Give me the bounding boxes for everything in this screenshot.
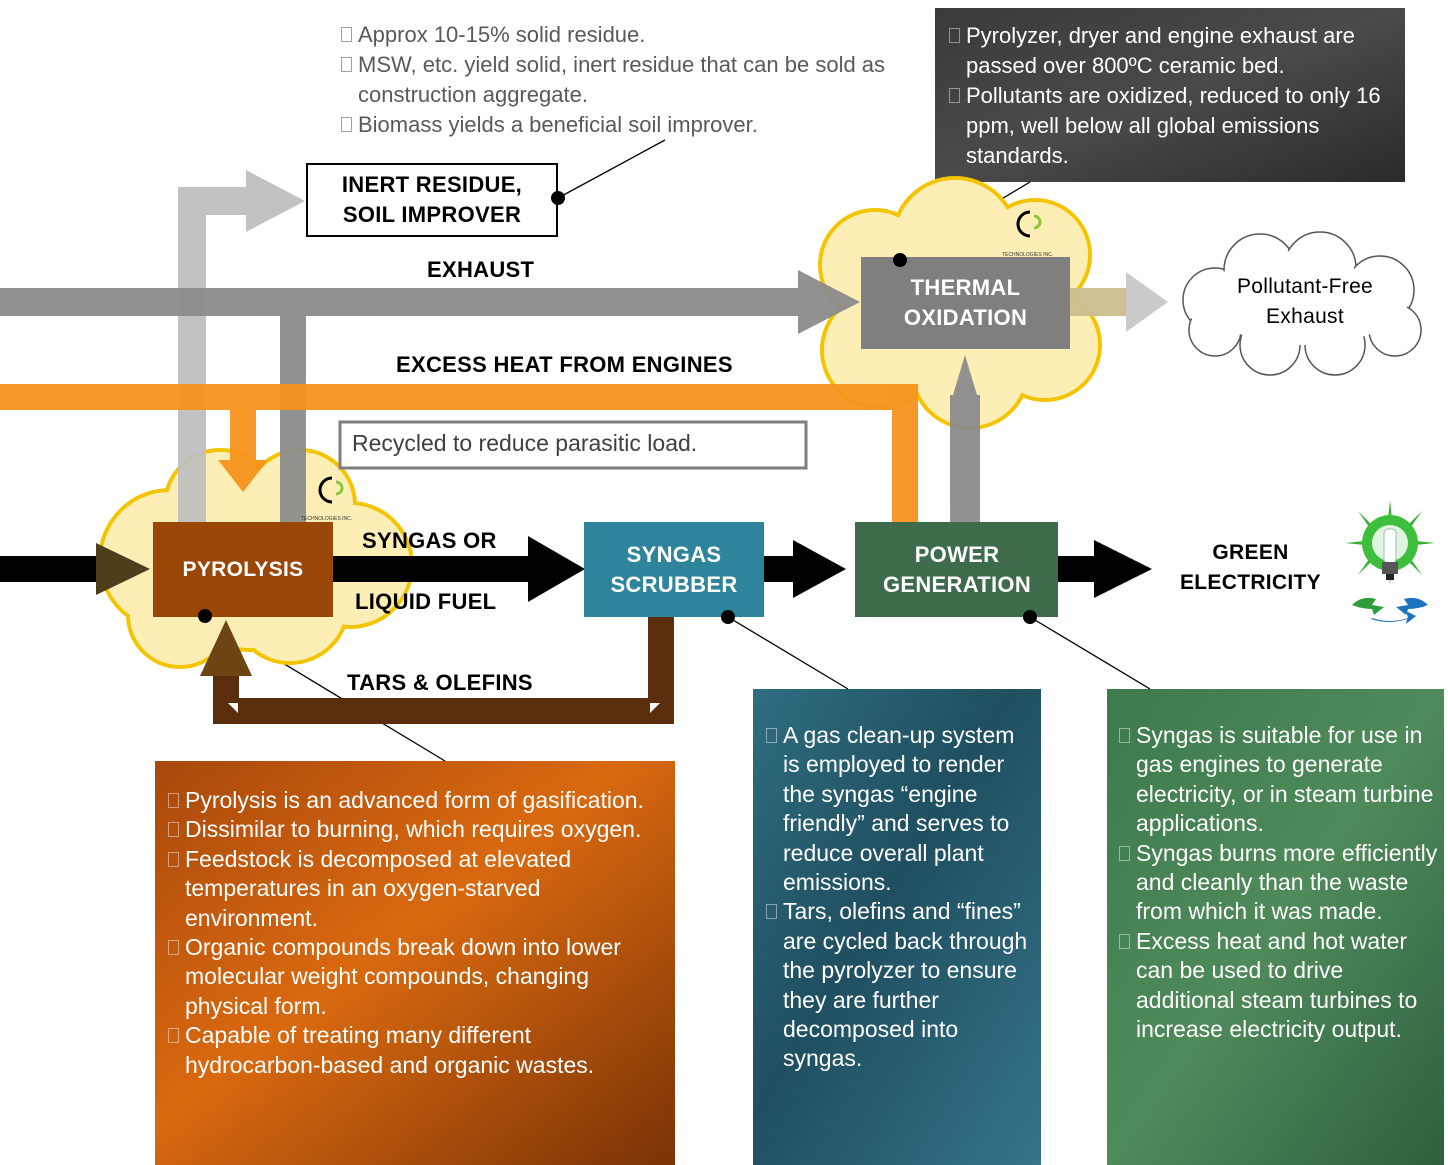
top-note-bullet: Approx 10-15% solid residue. [340,20,920,50]
scrubber-note-bullet: Tars, olefins and “fines” are cycled bac… [765,897,1037,1073]
power-generation-box [855,522,1058,617]
top-note: Approx 10-15% solid residue. MSW, etc. y… [340,20,920,140]
scrubber-note-bullet: A gas clean-up system is employed to ren… [765,721,1037,897]
thermal-oxidation-box [861,257,1070,349]
liquid-fuel-label: LIQUID FUEL [355,589,497,614]
power-generation-label: POWER GENERATION [882,541,1032,597]
pyrolysis-note-bullet: Feedstock is decomposed at elevated temp… [167,845,667,933]
scrubber-note: A gas clean-up system is employed to ren… [765,721,1037,1074]
pyrolysis-note-panel [155,761,675,1165]
power-note-bullet: Excess heat and hot water can be used to… [1118,927,1440,1045]
residue-arrow [178,170,305,532]
scrubber-note-panel [753,689,1041,1165]
power-note-bullet: Syngas burns more efficiently and cleanl… [1118,839,1440,927]
main-flow-arrows [0,536,1152,602]
syngas-scrubber-label: SYNGAS SCRUBBER [610,541,738,597]
exhaust-arrow [0,270,1168,548]
pyrolysis-note-bullet: Pyrolysis is an advanced form of gasific… [167,786,667,815]
exhaust-cloud-fill [1185,234,1419,373]
power-note: Syngas is suitable for use in gas engine… [1118,721,1440,1044]
thermal-note-panel [935,8,1405,182]
pollutant-free-exhaust-text: Pollutant-Free Exhaust [1236,275,1374,328]
top-note-bullet: Biomass yields a beneficial soil improve… [340,110,920,140]
power-note-panel [1107,689,1444,1165]
pyrolysis-note-bullet: Organic compounds break down into lower … [167,933,667,1021]
thermal-oxidation-label: THERMAL OXIDATION [903,275,1028,330]
pyrolysis-note-bullet: Capable of treating many different hydro… [167,1021,667,1080]
top-note-bullet: MSW, etc. yield solid, inert residue tha… [340,50,920,110]
c6-logo-thermal: TECHNOLOGIES INC. [1002,210,1053,258]
excess-heat-label: EXCESS HEAT FROM ENGINES [396,352,733,377]
power-note-bullet: Syngas is suitable for use in gas engine… [1118,721,1440,839]
thermal-note: Pyrolyzer, dryer and engine exhaust are … [948,21,1400,171]
tars-return-arrow [200,616,674,724]
pyrolysis-note-bullet: Dissimilar to burning, which requires ox… [167,815,667,844]
c6-logo: TECHNOLOGIES INC. [301,476,352,522]
c6-logo-company-text: TECHNOLOGIES INC. [301,516,352,522]
excess-heat-arrow [0,384,918,524]
pyrolysis-label: PYROLYSIS [182,557,304,581]
pyrolysis-note: Pyrolysis is an advanced form of gasific… [167,786,667,1080]
callout-dots [198,191,1037,624]
exhaust-label: EXHAUST [427,257,535,282]
inert-residue-label: INERT RESIDUE, SOIL IMPROVER [341,172,523,227]
tars-arrow-notches [228,703,660,713]
recycled-note-text: Recycled to reduce parasitic load. [352,430,698,456]
pyrolysis-box [153,522,333,617]
syngas-or-label: SYNGAS OR [362,528,497,553]
lightbulb-icon [1345,500,1435,624]
green-electricity-label: GREEN ELECTRICITY [1180,541,1321,594]
tars-olefins-label: TARS & OLEFINS [347,670,533,695]
recycled-note-box [338,420,808,470]
thermal-note-bullet: Pollutants are oxidized, reduced to only… [948,81,1400,171]
thermal-note-bullet: Pyrolyzer, dryer and engine exhaust are … [948,21,1400,81]
c6-logo-thermal-company-text: TECHNOLOGIES INC. [1002,252,1053,258]
syngas-scrubber-box [584,522,764,617]
